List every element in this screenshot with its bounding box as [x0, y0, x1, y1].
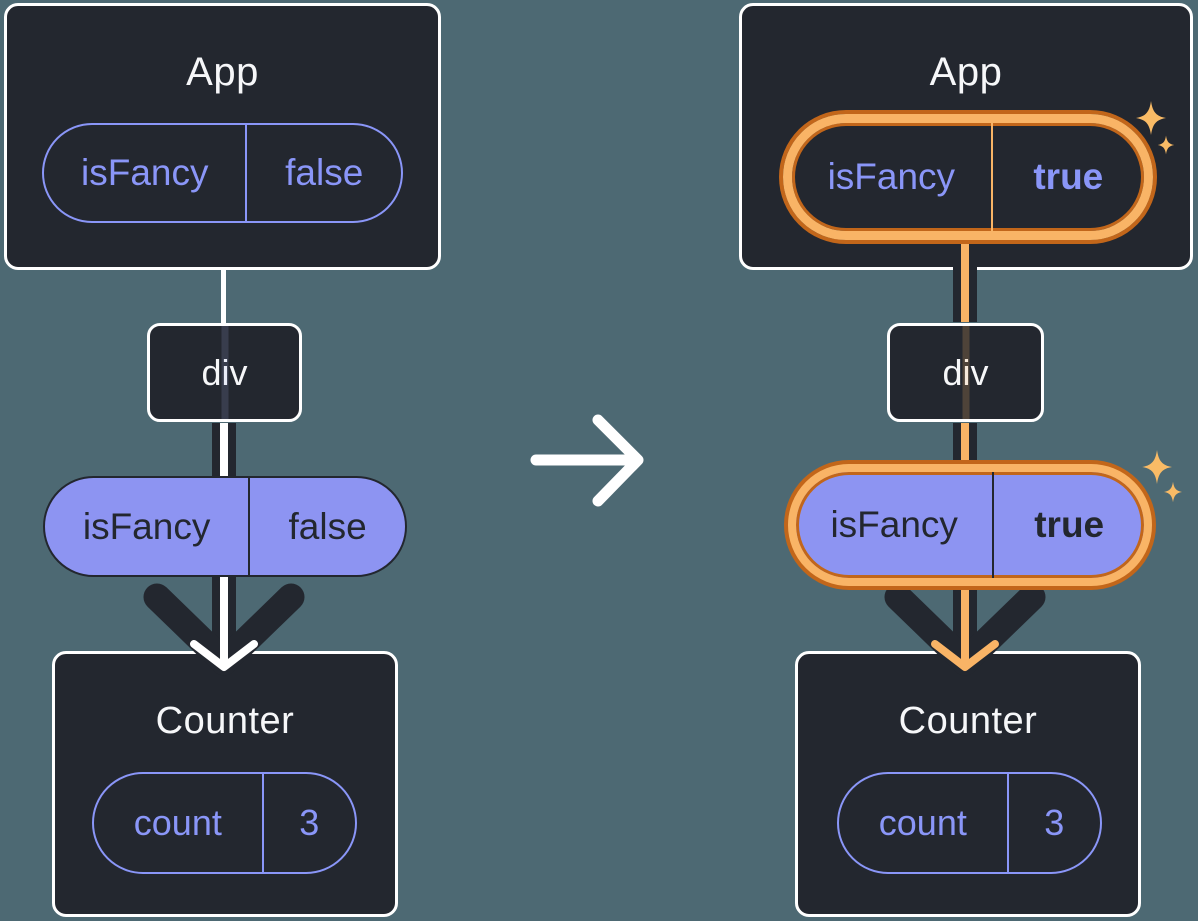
state-value: false [285, 152, 364, 193]
div-node-label: div [201, 351, 248, 393]
pass-through-line [962, 326, 969, 419]
div-node-label: div [942, 351, 989, 393]
counter-state-pill: count 3 [92, 772, 357, 874]
sparkle-icon [1157, 135, 1175, 155]
prop-key: isFancy [796, 472, 995, 578]
state-key: count [94, 774, 264, 872]
state-key: count [839, 774, 1009, 872]
app-state-pill-highlighted: isFancy true [783, 114, 1153, 240]
app-title: App [929, 50, 1003, 94]
prop-arrowhead-white [190, 640, 258, 671]
sparkle-icon [1164, 481, 1182, 503]
state-value: 3 [299, 802, 320, 843]
counter-state-pill: count 3 [837, 772, 1102, 874]
prop-pill: isFancy false [43, 476, 407, 577]
app-title: App [186, 50, 259, 94]
prop-arrowhead-orange [931, 640, 999, 671]
prop-value: false [288, 505, 367, 547]
counter-title: Counter [155, 700, 295, 742]
sparkle-icon [1136, 101, 1166, 135]
div-node-after: div [887, 323, 1044, 422]
pass-through-line [221, 326, 228, 419]
state-value: 3 [1044, 802, 1065, 843]
prop-pill-highlighted: isFancy true [788, 464, 1152, 586]
state-key: isFancy [44, 125, 248, 221]
state-key: isFancy [792, 123, 993, 231]
arrow-right-icon [530, 414, 644, 507]
sparkle-icon [1142, 450, 1172, 484]
prop-value: true [1034, 504, 1105, 545]
prop-key: isFancy [45, 478, 251, 575]
state-value: true [1033, 156, 1104, 197]
app-state-pill: isFancy false [42, 123, 403, 223]
counter-title: Counter [898, 700, 1038, 742]
div-node-before: div [147, 323, 302, 422]
